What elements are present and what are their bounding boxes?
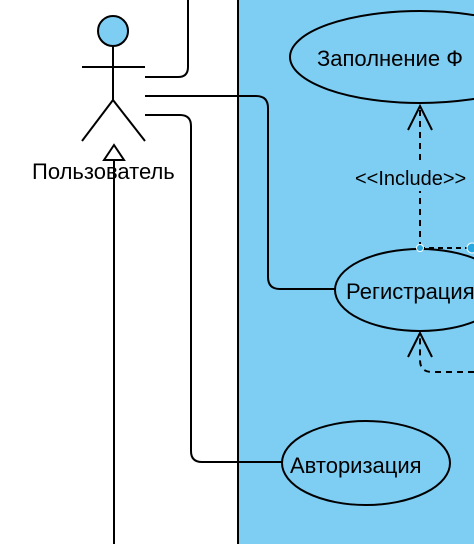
use-case-authorization-label: Авторизация xyxy=(290,453,422,478)
actor-right-leg xyxy=(112,99,146,142)
use-case-registration-label: Регистрация xyxy=(346,279,474,304)
actor-left-leg xyxy=(81,99,114,142)
use-case-authorization[interactable] xyxy=(281,420,451,506)
extend-arrowhead xyxy=(407,330,433,358)
generalization-arrowhead xyxy=(102,143,126,161)
association-registration[interactable] xyxy=(145,95,336,290)
association-top[interactable] xyxy=(145,0,189,78)
actor-label: Пользователь xyxy=(32,159,175,184)
include-arrowhead xyxy=(407,103,433,131)
use-case-form-fill-label: Заполнение Ф xyxy=(317,46,463,71)
include-label-bg xyxy=(356,165,474,191)
use-case-form-fill[interactable] xyxy=(289,10,474,104)
selection-handle-large[interactable] xyxy=(466,242,474,254)
include-label: <<Include>> xyxy=(355,168,466,190)
selection-handle-small[interactable] xyxy=(416,244,424,252)
user-actor[interactable] xyxy=(81,15,146,142)
association-authorization[interactable] xyxy=(145,114,282,463)
actor-head xyxy=(97,15,129,47)
